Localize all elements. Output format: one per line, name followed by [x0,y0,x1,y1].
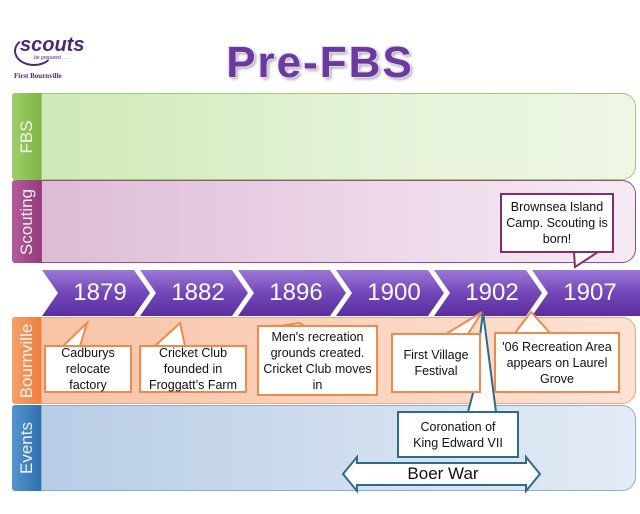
scouts-logo: scouts be prepared . . . First Bournvill… [12,26,85,82]
callout-bournville-1907: '06 Recreation Area appears on Laurel Gr… [494,332,620,393]
year-label: 1900 [367,279,421,306]
lane-fbs: FBS [12,93,636,180]
callout-bournville-1882: Cricket Club founded in Froggatt’s Farm [139,345,247,393]
year-label: 1879 [73,279,127,306]
callout-tail [152,321,187,347]
year-chevron [336,270,444,316]
year-chevron [238,270,346,316]
lane-body-fbs [41,93,636,180]
year-chevron [42,270,150,316]
callout-tail [572,251,602,269]
logo-wordmark: scouts [20,34,85,56]
callout-bournville-1902: First Village Festival [391,333,481,393]
callout-brownsea: Brownsea Island Camp. Scouting is born! [500,193,614,253]
lane-events: Events [12,405,636,491]
year-chevron [434,270,542,316]
logo-swoosh [14,36,54,66]
year-chevron [532,270,640,316]
year-chevron [140,270,248,316]
year-label: 1896 [269,279,323,306]
year-label: 1902 [465,279,519,306]
callout-coronation: Coronation of King Edward VII [397,411,519,458]
lane-label-bournville: Bournville [12,317,41,404]
callout-bournville-1896: Men's recreation grounds created. Cricke… [257,325,378,396]
callout-bournville-1879: Cadburys relocate factory [44,345,132,393]
page-title: Pre-FBS [226,38,414,87]
lane-label-fbs: FBS [12,93,41,180]
year-label: 1882 [171,279,225,306]
boer-war-arrow [341,454,542,494]
logo-group-name: First Bournville [14,72,62,80]
callout-tail [60,319,90,347]
logo-motto: be prepared . . . [34,55,70,61]
lane-label-events: Events [12,405,41,491]
boer-war-label: Boer War [407,464,479,483]
lane-label-scouting: Scouting [12,180,41,263]
year-label: 1907 [563,279,617,306]
